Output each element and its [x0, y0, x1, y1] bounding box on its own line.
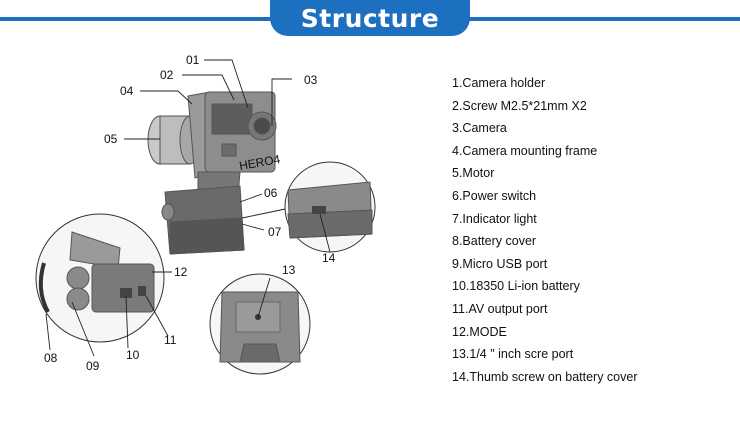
leader-lines-main — [124, 59, 292, 231]
callout-09: 09 — [86, 359, 100, 373]
callout-08: 08 — [44, 351, 58, 365]
zoom-circle-bottom — [209, 273, 311, 375]
parts-list-item: 13.1/4 " inch scre port — [452, 347, 574, 362]
parts-list-item: 8.Battery cover — [452, 234, 537, 249]
parts-list-item: 12.MODE — [452, 324, 507, 339]
callout-10: 10 — [126, 348, 140, 362]
parts-list-item: 9.Micro USB port — [452, 256, 548, 271]
callout-14: 14 — [322, 251, 336, 265]
parts-list-item: 14.Thumb screw on battery cover — [452, 369, 638, 384]
callout-04: 04 — [120, 84, 134, 98]
parts-list-item: 6.Power switch — [452, 188, 537, 203]
parts-list-item: 2.Screw M2.5*21mm X2 — [452, 98, 587, 113]
parts-list-item: 4.Camera mounting frame — [452, 143, 598, 158]
callout-01: 01 — [186, 53, 200, 67]
parts-list-item: 1.Camera holder — [452, 76, 546, 90]
callout-02: 02 — [160, 68, 174, 82]
callout-labels: 01 02 03 04 05 06 07 08 09 10 11 12 13 1… — [44, 53, 336, 373]
parts-list-item: 3.Camera — [452, 121, 507, 136]
callout-07: 07 — [268, 225, 282, 239]
parts-list-item: 7.Indicator light — [452, 211, 537, 226]
callout-03: 03 — [304, 73, 318, 87]
parts-list-item: 5.Motor — [452, 166, 495, 181]
leader-lines-battery — [45, 271, 172, 357]
structure-diagram: HERO4 — [35, 53, 376, 375]
callout-12: 12 — [174, 265, 188, 279]
callout-13: 13 — [282, 263, 296, 277]
zoom-circle-battery — [35, 213, 165, 343]
callout-05: 05 — [104, 132, 118, 146]
parts-list-item: 10.18350 Li-ion battery — [452, 279, 580, 294]
zoom-circle-side — [284, 161, 376, 253]
callout-11: 11 — [164, 333, 177, 347]
page-title: Structure — [270, 0, 470, 36]
callout-06: 06 — [264, 186, 278, 200]
parts-list-item: 11.AV output port — [452, 301, 548, 316]
parts-list: 1.Camera holder 2.Screw M2.5*21mm X2 3.C… — [452, 72, 638, 388]
gimbal-main — [147, 91, 277, 255]
